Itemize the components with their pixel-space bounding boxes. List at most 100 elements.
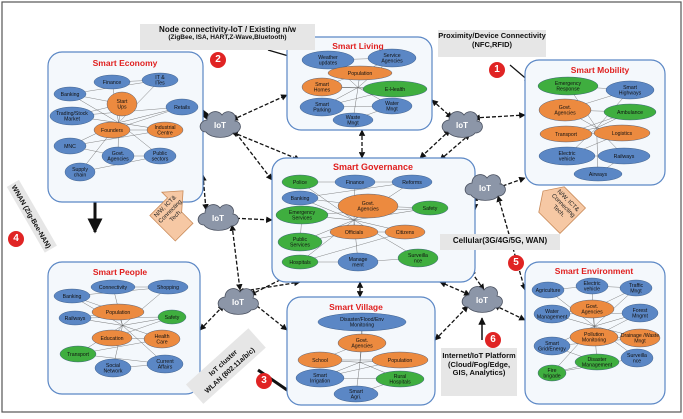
node-connectivity-protocols: (ZigBee, ISA, HART,Z-Wave,Bluetooth) xyxy=(140,34,315,41)
iot-cloud-label: IoT xyxy=(479,184,491,193)
connection-link xyxy=(440,134,470,160)
node-label: Agriculture xyxy=(536,288,561,294)
panel-title-smart-village: Smart Village xyxy=(329,302,383,312)
node-label: Airways xyxy=(589,172,608,178)
step-badge-2: 2 xyxy=(210,52,226,68)
node-ambulance: Ambulance xyxy=(604,104,656,120)
node-label: Retails xyxy=(174,105,190,111)
node-population: Population xyxy=(328,66,392,80)
node-police: Police xyxy=(282,175,318,189)
cellular-callout: Cellular(3G/4G/5G, WAN) xyxy=(440,234,560,250)
node-label: Population xyxy=(388,358,413,364)
iot-cloud-icon: IoT xyxy=(462,287,502,313)
node-label: Police xyxy=(293,180,307,186)
node-school: School xyxy=(298,352,342,368)
node-label: Banking xyxy=(291,196,310,202)
connection-link xyxy=(474,115,525,118)
node-banking: Banking xyxy=(54,289,90,303)
step-badge-5: 5 xyxy=(508,255,524,271)
panel-title-smart-living: Smart Living xyxy=(332,41,383,51)
node-label: Transport xyxy=(67,352,90,358)
node-connectivity: Connectivity xyxy=(91,280,135,294)
node-govt-agencies: Govt.Agencies xyxy=(570,300,614,318)
node-label: Safety xyxy=(165,315,180,321)
node-label: Founders xyxy=(101,128,123,134)
node-label: Logistics xyxy=(612,131,633,137)
step-badge-1: 1 xyxy=(489,62,505,78)
node-transport: Transport xyxy=(540,126,592,142)
connection-link xyxy=(232,225,240,290)
node-agriculture: Agriculture xyxy=(532,282,564,298)
node-mnc: MNC xyxy=(54,138,86,154)
node-finance: Finance xyxy=(335,175,375,189)
node-transport: Transport xyxy=(60,346,96,362)
panel-smart-people: Smart People Connectivity ShoppingBanking… xyxy=(48,262,200,394)
node-label: Shopping xyxy=(157,285,179,291)
panel-title-smart-environment: Smart Environment xyxy=(555,266,634,276)
node-e-health: E-Health xyxy=(363,81,427,97)
node-banking: Banking xyxy=(282,191,318,205)
node-hospitals: Hospitals xyxy=(282,255,318,269)
step-badge-3: 3 xyxy=(256,373,272,389)
node-it-ites: IT &ITes xyxy=(142,73,178,87)
iot-cloud-label: IoT xyxy=(456,121,468,130)
node-safety: Safety xyxy=(158,310,186,324)
node-citizens: Citizens xyxy=(385,225,425,239)
node-founders: Founders xyxy=(94,122,130,138)
node-population: Population xyxy=(372,352,428,368)
panel-title-smart-economy: Smart Economy xyxy=(93,58,158,68)
node-safety: Safety xyxy=(412,201,448,215)
step-badge-6: 6 xyxy=(485,332,501,348)
node-label: Safety xyxy=(423,206,438,212)
node-label: Banking xyxy=(63,294,82,300)
node-retails: Retails xyxy=(166,99,198,115)
node-population: Population xyxy=(92,304,144,320)
connection-link xyxy=(432,100,452,118)
node-label: School xyxy=(312,358,328,364)
iot-cloud-label: IoT xyxy=(476,296,488,305)
node-officials: Officials xyxy=(330,225,378,239)
connection-link xyxy=(232,95,287,120)
panel-title-smart-people: Smart People xyxy=(93,267,148,277)
node-label: Finance xyxy=(346,180,365,186)
node-label: Education xyxy=(100,336,123,342)
node-finance: Finance xyxy=(94,75,130,89)
node-label: Transport xyxy=(555,132,578,138)
node-connectivity-title: Node connectivity-IoT / Existing n/w xyxy=(140,25,315,34)
node-label: Officials xyxy=(345,230,364,236)
connection-link xyxy=(200,305,224,330)
